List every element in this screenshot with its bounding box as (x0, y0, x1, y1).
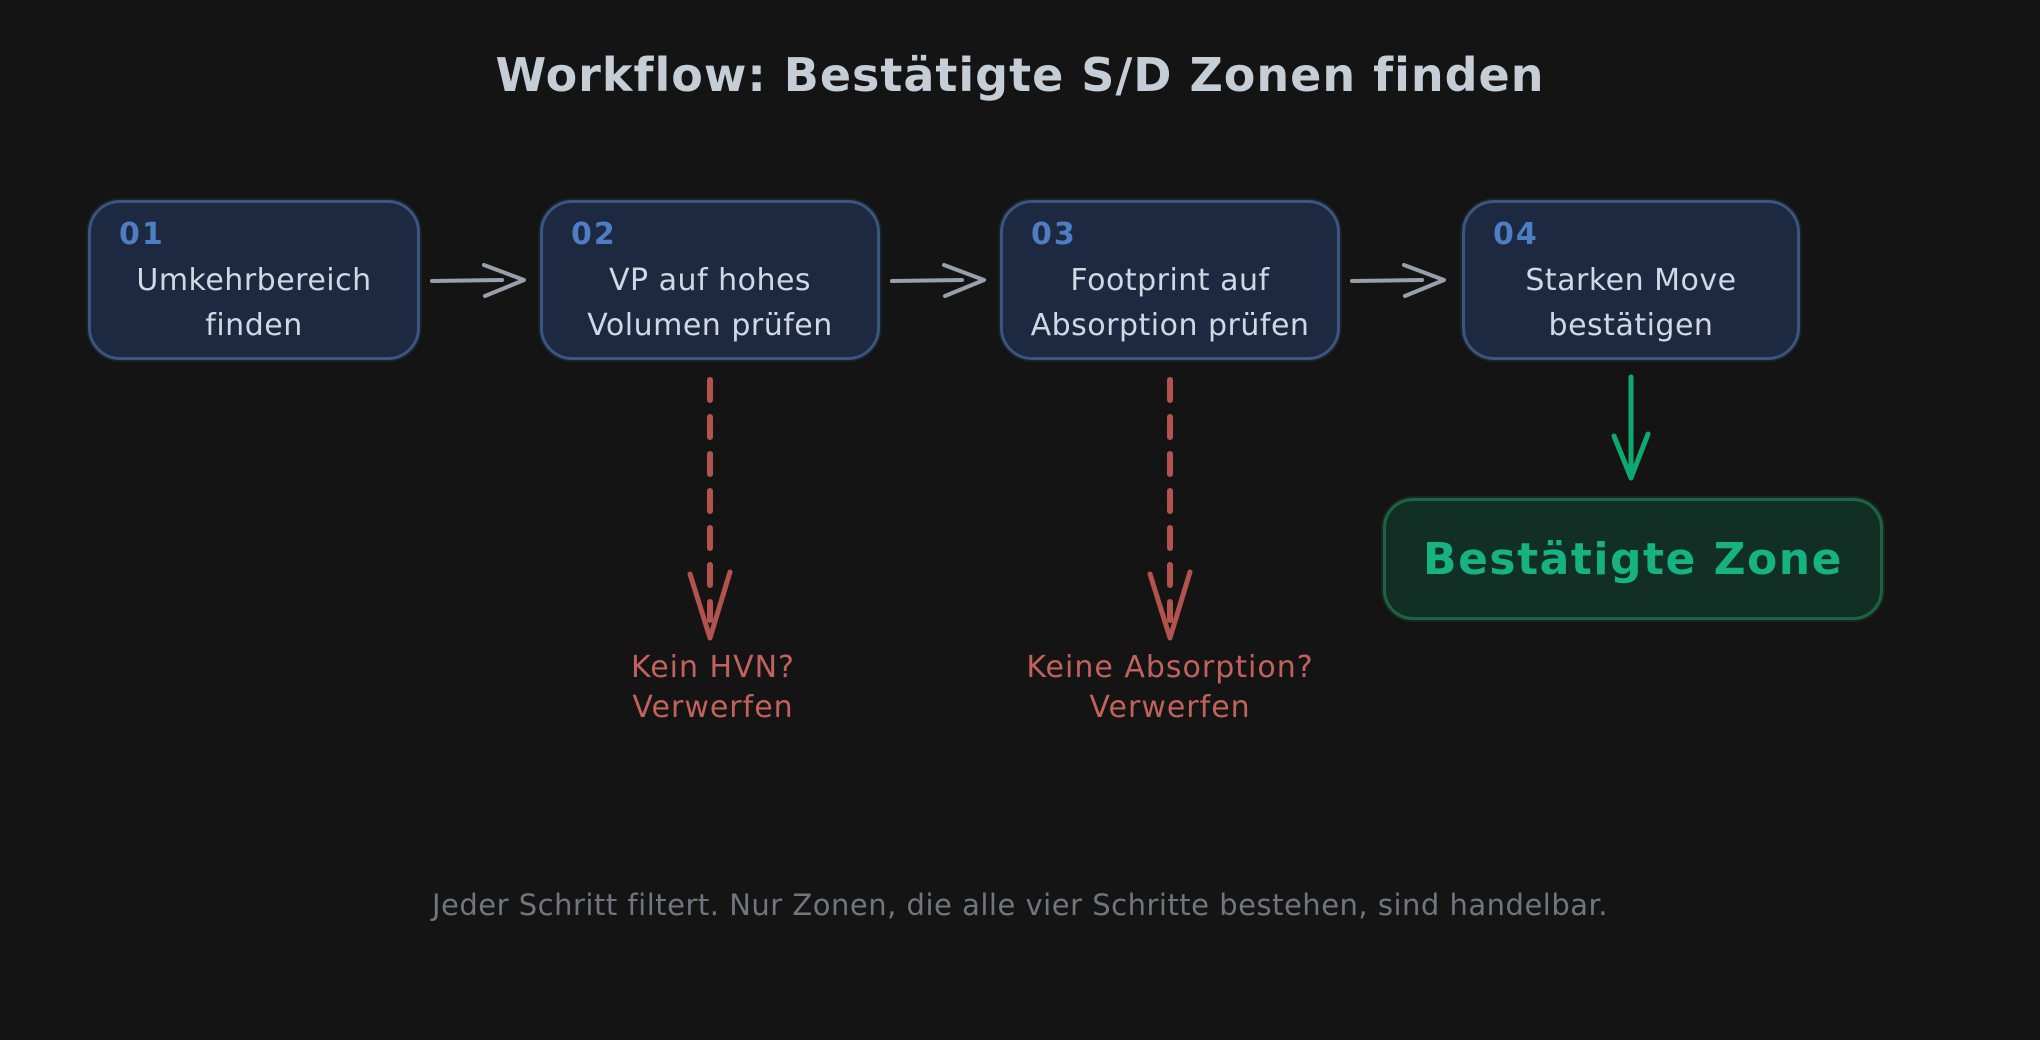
footnote: Jeder Schritt filtert. Nur Zonen, die al… (431, 888, 1609, 922)
step-box-01: 01 Umkehrbereich finden (88, 200, 420, 360)
step-number: 02 (571, 217, 617, 252)
arrow-right-icon (428, 258, 532, 302)
step-number: 03 (1031, 217, 1077, 252)
step-label: Starken Move bestätigen (1525, 263, 1737, 343)
page-title: Workflow: Bestätigte S/D Zonen finden (495, 48, 1545, 102)
dashed-arrow-down-icon (1140, 376, 1200, 646)
step-box-03: 03 Footprint auf Absorption prüfen (1000, 200, 1340, 360)
step-label: VP auf hohes Volumen prüfen (587, 263, 833, 343)
dashed-arrow-down-icon (680, 376, 740, 646)
arrow-right-icon (888, 258, 992, 302)
step-box-02: 02 VP auf hohes Volumen prüfen (540, 200, 880, 360)
green-arrow-down-icon (1601, 374, 1661, 484)
step-label: Umkehrbereich finden (136, 263, 372, 343)
result-label: Bestätigte Zone (1423, 533, 1843, 585)
step-box-04: 04 Starken Move bestätigen (1462, 200, 1800, 360)
reject-action: Verwerfen (632, 690, 794, 725)
reject-note: Kein HVN? Verwerfen (503, 648, 923, 728)
reject-question: Keine Absorption? (1026, 650, 1314, 685)
result-box: Bestätigte Zone (1383, 498, 1883, 620)
step-number: 01 (119, 217, 165, 252)
reject-question: Kein HVN? (631, 650, 795, 685)
reject-note: Keine Absorption? Verwerfen (960, 648, 1380, 728)
reject-action: Verwerfen (1089, 690, 1251, 725)
arrow-right-icon (1348, 258, 1452, 302)
step-number: 04 (1493, 217, 1539, 252)
step-label: Footprint auf Absorption prüfen (1030, 263, 1310, 343)
